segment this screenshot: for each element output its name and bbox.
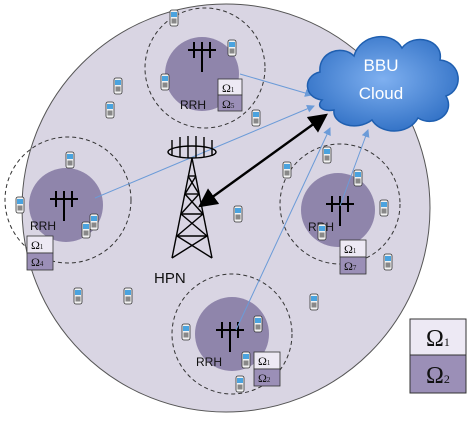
omega-bottom: Ω [258, 371, 267, 385]
phone-icon [123, 287, 133, 305]
omega-top: Ω [31, 238, 40, 252]
phone-icon [233, 205, 243, 223]
legend: Ω1 Ω2 [409, 318, 467, 394]
omega-bottom: Ω [222, 97, 231, 111]
svg-text:Ω1: Ω1 [344, 242, 357, 256]
phone-icon [181, 323, 191, 341]
phone-icon [251, 109, 261, 127]
legend-omega2-sub: 2 [444, 372, 450, 386]
phone-icon [353, 169, 363, 187]
rrh-label: RRH [30, 219, 56, 233]
phone-icon [379, 199, 389, 217]
svg-text:Ω1: Ω1 [222, 81, 235, 95]
hpn-cloud-link [198, 113, 328, 208]
svg-text:Ω1: Ω1 [426, 326, 450, 352]
phone-icon [253, 315, 263, 333]
phone-icon [282, 161, 292, 179]
omega-top: Ω [222, 81, 231, 95]
svg-text:Ω5: Ω5 [222, 97, 235, 111]
phone-icon [15, 196, 25, 214]
phone-icon [65, 151, 75, 169]
phone-icon [160, 73, 170, 91]
rrh-label: RRH [180, 98, 206, 112]
phone-icon [241, 351, 251, 369]
rrh-label: RRH [196, 355, 222, 369]
hpn-label: HPN [154, 270, 186, 287]
omega-bottom-sub: 7 [353, 264, 357, 272]
phone-icon [73, 287, 83, 305]
cluster-top: RRH Ω1 Ω5 [180, 78, 243, 112]
phone-icon [235, 375, 245, 393]
small-cell-bottom [171, 273, 293, 395]
phone-icon [113, 77, 123, 95]
svg-text:Ω1: Ω1 [258, 354, 271, 368]
phone-icon [322, 146, 332, 164]
cluster-left: RRH Ω1 Ω4 [26, 219, 56, 271]
omega-bottom: Ω [344, 259, 353, 273]
svg-text:Ω4: Ω4 [31, 255, 44, 269]
omega-bottom: Ω [31, 255, 40, 269]
cloud-label-bbu: BBU [364, 56, 399, 75]
omega-top-sub: 1 [353, 247, 357, 255]
omega-bottom-sub: 4 [40, 260, 44, 268]
omega-bottom-sub: 5 [231, 102, 235, 110]
omega-bottom-sub: 2 [267, 376, 271, 384]
legend-omega2-symbol: Ω [426, 363, 444, 389]
omega-top: Ω [344, 242, 353, 256]
phone-icon [383, 253, 393, 271]
svg-text:Ω7: Ω7 [344, 259, 357, 273]
omega-top: Ω [258, 354, 267, 368]
omega-top-sub: 1 [267, 359, 271, 367]
phone-icon [317, 223, 327, 241]
omega-top-sub: 1 [40, 243, 44, 251]
legend-omega1-symbol: Ω [426, 326, 444, 352]
cluster-right: RRH Ω1 Ω7 [308, 220, 367, 275]
svg-text:Ω2: Ω2 [258, 371, 271, 385]
legend-omega1-sub: 1 [444, 335, 450, 349]
cluster-bottom: RRH Ω1 Ω2 [196, 351, 281, 387]
phone-icon [89, 213, 99, 231]
svg-text:Ω1: Ω1 [31, 238, 44, 252]
phone-icon [169, 9, 179, 27]
phone-icon [309, 293, 319, 311]
phone-icon [105, 101, 115, 119]
bbu-cloud-icon: BBU Cloud [306, 35, 459, 132]
omega-top-sub: 1 [231, 86, 235, 94]
phone-icon [81, 221, 91, 239]
cloud-label-cloud: Cloud [359, 84, 403, 103]
phone-icon [227, 39, 237, 57]
svg-text:Ω2: Ω2 [426, 363, 450, 389]
